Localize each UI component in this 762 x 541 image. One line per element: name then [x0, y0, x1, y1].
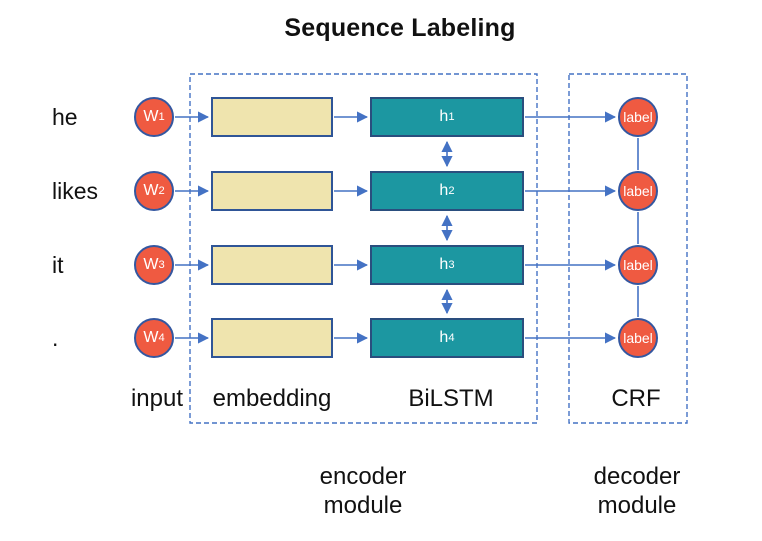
token-label: W — [143, 329, 159, 346]
token-label: W — [143, 182, 159, 199]
input-word: likes — [52, 178, 99, 204]
label-text: label — [623, 183, 653, 199]
embedding-to-bilstm-arrows — [334, 111, 369, 344]
crf-label-node: label — [618, 245, 658, 285]
input-word: . — [52, 325, 59, 351]
embedding-box — [211, 97, 333, 137]
hidden-label: h — [439, 256, 449, 273]
label-text: label — [623, 257, 653, 273]
column-label-crf: CRF — [611, 385, 661, 412]
token-subscript: 2 — [158, 185, 165, 197]
token-subscript: 1 — [158, 111, 165, 123]
token-subscript: 4 — [158, 332, 165, 344]
embedding-box — [211, 245, 333, 285]
bilstm-to-crf-arrows — [525, 111, 617, 344]
input-word: he — [52, 104, 78, 130]
hidden-subscript: 4 — [448, 332, 455, 344]
embedding-box — [211, 318, 333, 358]
column-label-embedding: embedding — [212, 385, 332, 412]
hidden-label: h — [439, 182, 449, 199]
token-label: W — [143, 108, 159, 125]
embedding-box — [211, 171, 333, 211]
decoder-module-dashed-box — [568, 73, 688, 424]
hidden-label: h — [439, 329, 449, 346]
crf-label-node: label — [618, 97, 658, 137]
column-label-input: input — [130, 385, 184, 412]
hidden-subscript: 3 — [448, 259, 455, 271]
label-text: label — [623, 109, 653, 125]
decoder-module-label: decoder module — [593, 463, 681, 519]
hidden-subscript: 2 — [448, 185, 455, 197]
token-label: W — [143, 256, 159, 273]
token-subscript: 3 — [158, 259, 165, 271]
encoder-module-label: encoder module — [319, 463, 407, 519]
crf-label-node: label — [618, 171, 658, 211]
encoder-module-dashed-box — [189, 73, 538, 424]
column-label-bilstm: BiLSTM — [408, 385, 494, 412]
crf-label-node: label — [618, 318, 658, 358]
label-text: label — [623, 330, 653, 346]
input-word: it — [52, 252, 64, 278]
diagram-title: Sequence Labeling — [284, 14, 516, 42]
input-to-embedding-arrows — [175, 111, 210, 344]
hidden-subscript: 1 — [448, 111, 455, 123]
hidden-label: h — [439, 108, 449, 125]
